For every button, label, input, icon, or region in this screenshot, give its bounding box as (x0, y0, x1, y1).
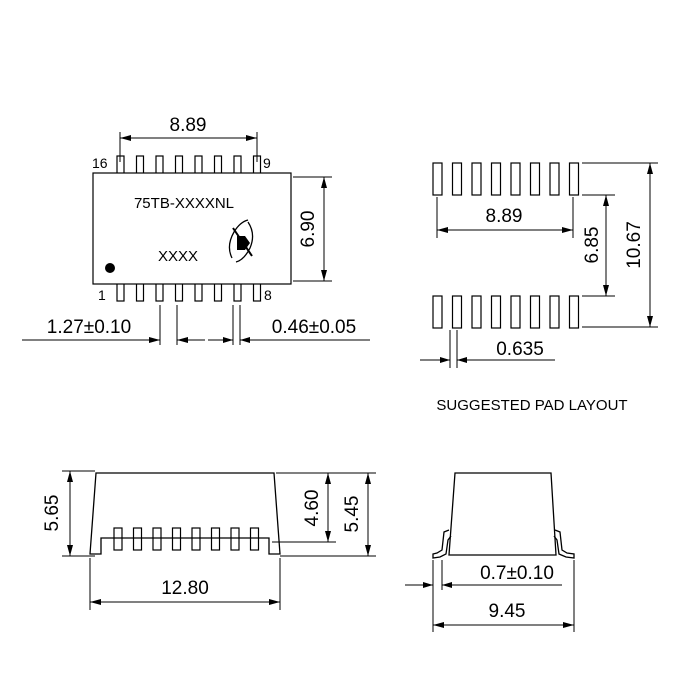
date-code: XXXX (158, 248, 198, 265)
top-pin-lower (135, 282, 145, 302)
side-view: 5.65 4.60 5.45 12.80 (42, 470, 376, 610)
side-pin (230, 527, 240, 551)
pad-layout-caption: SUGGESTED PAD LAYOUT (436, 397, 627, 414)
top-view: 75TB-XXXXNL XXXX 16 9 1 8 8.89 6.90 (22, 115, 370, 345)
top-pins-upper (116, 155, 262, 175)
top-pin-lower (252, 282, 262, 302)
pad-upper (510, 162, 521, 196)
pin1-dot (105, 263, 115, 273)
top-pin-upper (174, 155, 184, 175)
pad-upper (568, 162, 580, 196)
top-pin-lower (155, 282, 164, 302)
side-pin (210, 527, 221, 551)
pad-lower (568, 295, 580, 329)
dim-pitch: 1.27±0.10 (47, 317, 131, 338)
top-pin-lower (194, 282, 203, 302)
pad-lower (451, 295, 463, 329)
part-marking: 75TB-XXXXNL (134, 195, 234, 212)
side-pins (113, 527, 260, 551)
end-dim-lead-length: 0.7±0.10 (480, 563, 554, 584)
pad-dim-row-length: 8.89 (486, 206, 523, 227)
side-pin (249, 527, 260, 551)
end-lead-right (553, 529, 575, 559)
top-pin-upper (155, 155, 164, 175)
pin-label-16: 16 (92, 155, 108, 171)
top-pin-lower (213, 282, 223, 302)
pad-lower (490, 295, 502, 329)
pad-dim-pad-width: 0.635 (496, 339, 544, 360)
pad-upper (490, 162, 502, 196)
package-body (92, 172, 292, 285)
side-pin (113, 527, 123, 551)
dim-body-width: 6.90 (298, 211, 319, 248)
company-logo-icon (228, 219, 254, 263)
pad-dim-inner-span: 6.85 (582, 227, 603, 264)
pad-lower (529, 295, 541, 329)
top-pin-lower (174, 282, 184, 302)
top-pin-upper (194, 155, 203, 175)
side-pin (132, 527, 143, 551)
pad-dim-outer-span: 10.67 (624, 221, 645, 269)
side-pin (191, 527, 201, 551)
side-pin (171, 527, 182, 551)
side-body (89, 472, 281, 555)
pin-label-9: 9 (263, 155, 271, 171)
top-pin-upper (135, 155, 145, 175)
pad-upper (471, 162, 482, 196)
side-dim-body-height: 4.60 (302, 490, 323, 527)
dim-row-length: 8.89 (170, 115, 207, 136)
pad-layout-view: 8.89 6.85 10.67 0.635 SUGGESTED PAD LAYO… (420, 162, 658, 414)
side-pin (152, 527, 162, 551)
end-lead-left (432, 529, 452, 559)
end-dim-total-width: 9.45 (489, 601, 526, 622)
top-pin-upper (213, 155, 223, 175)
side-dim-height-to-seat: 5.45 (342, 496, 363, 533)
pads-upper (432, 162, 580, 196)
top-pin-lower (233, 282, 242, 302)
pin-label-8: 8 (264, 287, 272, 303)
pad-lower (549, 295, 560, 329)
end-body (448, 472, 557, 556)
pad-lower (432, 295, 443, 329)
top-pins-lower (116, 282, 262, 302)
side-dim-total-height: 5.65 (42, 495, 63, 532)
pin-label-1: 1 (98, 287, 106, 303)
pad-upper (549, 162, 560, 196)
end-view: 0.7±0.10 9.45 (405, 472, 575, 632)
top-pin-lower (116, 282, 125, 302)
pad-upper (451, 162, 463, 196)
pad-upper (529, 162, 541, 196)
pad-lower (471, 295, 482, 329)
pads-lower (432, 295, 580, 329)
dim-lead-width: 0.46±0.05 (272, 317, 356, 338)
top-pin-upper (233, 155, 242, 175)
side-dim-body-length: 12.80 (161, 578, 209, 599)
pad-lower (510, 295, 521, 329)
pad-upper (432, 162, 443, 196)
